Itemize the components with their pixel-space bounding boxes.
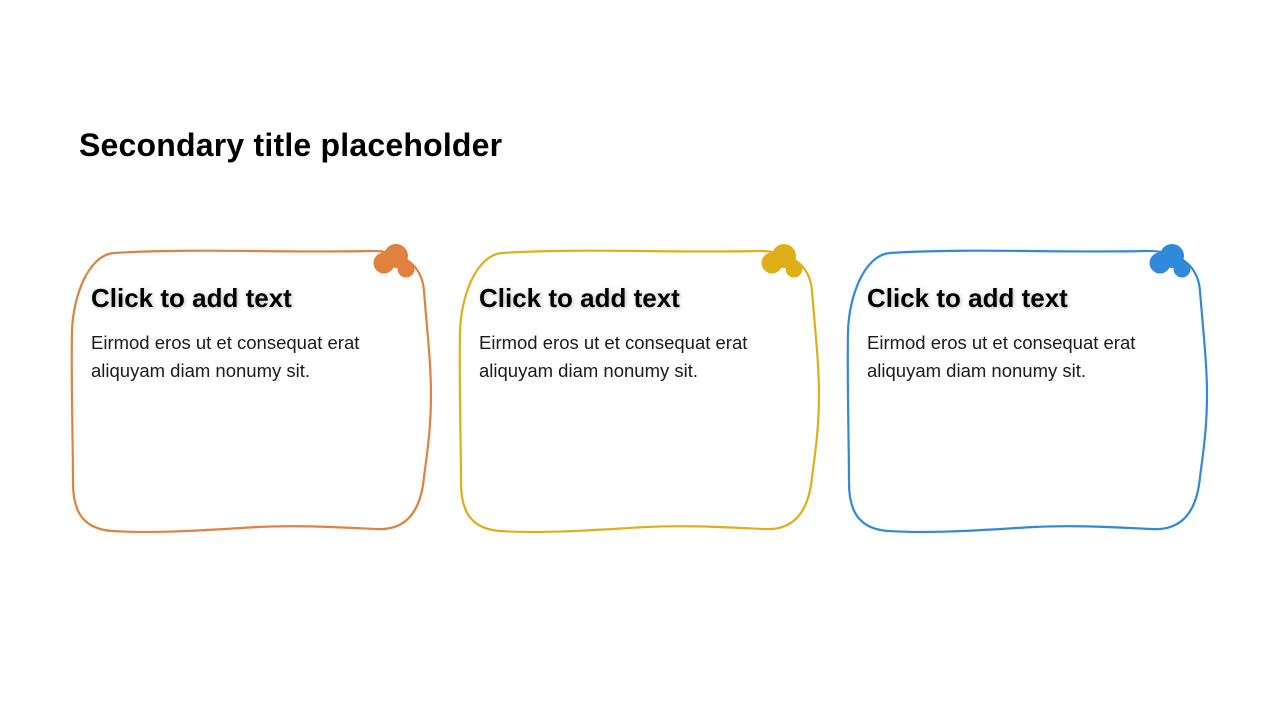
text-card-yellow[interactable]: Click to add text Eirmod eros ut et cons… <box>458 244 821 537</box>
card-content: Click to add text Eirmod eros ut et cons… <box>846 249 1208 385</box>
card-heading[interactable]: Click to add text <box>91 283 292 313</box>
cloud-icon <box>1149 244 1191 278</box>
card-body[interactable]: Eirmod eros ut et consequat erat aliquya… <box>91 332 360 381</box>
slide-title[interactable]: Secondary title placeholder <box>79 127 503 163</box>
cloud-icon <box>761 244 803 278</box>
card-content: Click to add text Eirmod eros ut et cons… <box>70 249 432 385</box>
card-body[interactable]: Eirmod eros ut et consequat erat aliquya… <box>867 332 1136 381</box>
card-content: Click to add text Eirmod eros ut et cons… <box>458 249 820 385</box>
card-heading[interactable]: Click to add text <box>479 283 680 313</box>
text-card-blue[interactable]: Click to add text Eirmod eros ut et cons… <box>846 244 1209 537</box>
card-heading[interactable]: Click to add text <box>867 283 1068 313</box>
text-card-orange[interactable]: Click to add text Eirmod eros ut et cons… <box>70 244 433 537</box>
card-body[interactable]: Eirmod eros ut et consequat erat aliquya… <box>479 332 748 381</box>
cloud-icon <box>373 244 415 278</box>
